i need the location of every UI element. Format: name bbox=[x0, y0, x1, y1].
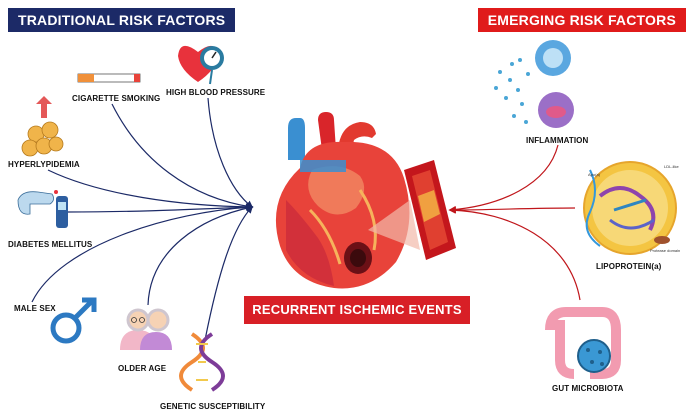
traditional-connectors bbox=[31, 97, 254, 341]
label-diabetes-mellitus: DIABETES MELLITUS bbox=[8, 240, 93, 249]
glucose-meter-icon bbox=[17, 190, 68, 228]
immune-cells-icon bbox=[494, 40, 574, 128]
center-banner: RECURRENT ISCHEMIC EVENTS bbox=[244, 296, 470, 324]
connector-hyperlipidemia bbox=[47, 169, 254, 211]
elderly-couple-icon bbox=[120, 308, 172, 350]
connector-gut bbox=[448, 206, 581, 301]
label-gut-microbiota: GUT MICROBIOTA bbox=[552, 384, 624, 393]
tag-ldl-like: LDL-like bbox=[664, 164, 679, 169]
fat-cells-icon bbox=[21, 96, 64, 157]
label-inflammation: INFLAMMATION bbox=[526, 136, 589, 145]
male-symbol-icon bbox=[50, 297, 97, 344]
heart-illustration bbox=[275, 112, 420, 289]
connector-older-age bbox=[147, 204, 254, 306]
emerging-connectors bbox=[448, 144, 581, 301]
cigarette-icon bbox=[77, 73, 141, 83]
connector-diabetes bbox=[67, 203, 254, 213]
connector-lipoprotein bbox=[448, 206, 576, 214]
label-cigarette-smoking: CIGARETTE SMOKING bbox=[72, 94, 161, 103]
dna-icon bbox=[179, 332, 225, 392]
label-older-age: OLDER AGE bbox=[118, 364, 167, 373]
emerging-header: EMERGING RISK FACTORS bbox=[477, 8, 686, 32]
label-high-blood-pressure: HIGH BLOOD PRESSURE bbox=[166, 88, 266, 97]
tag-apo-a: Apo(a) bbox=[588, 172, 601, 177]
label-genetic-susceptibility: GENETIC SUSCEPTIBILITY bbox=[160, 402, 266, 411]
label-hyperlipidemia: HYPERLYPIDEMIA bbox=[8, 160, 80, 169]
connector-male-sex bbox=[31, 203, 254, 303]
lipoprotein-particle-icon bbox=[583, 161, 677, 255]
traditional-header: TRADITIONAL RISK FACTORS bbox=[8, 8, 236, 32]
connector-genetics bbox=[204, 205, 253, 341]
label-lipoprotein-a: LIPOPROTEIN(a) bbox=[596, 262, 662, 271]
heart-pressure-gauge-icon bbox=[178, 45, 224, 85]
connector-smoking bbox=[111, 103, 254, 210]
connector-inflammation bbox=[448, 144, 559, 214]
tag-protease-domain: Protease domain bbox=[650, 248, 680, 253]
artery-illustration bbox=[404, 160, 456, 260]
connector-blood-pressure bbox=[207, 97, 254, 208]
intestine-bacteria-icon bbox=[545, 307, 621, 379]
label-male-sex: MALE SEX bbox=[14, 304, 56, 313]
